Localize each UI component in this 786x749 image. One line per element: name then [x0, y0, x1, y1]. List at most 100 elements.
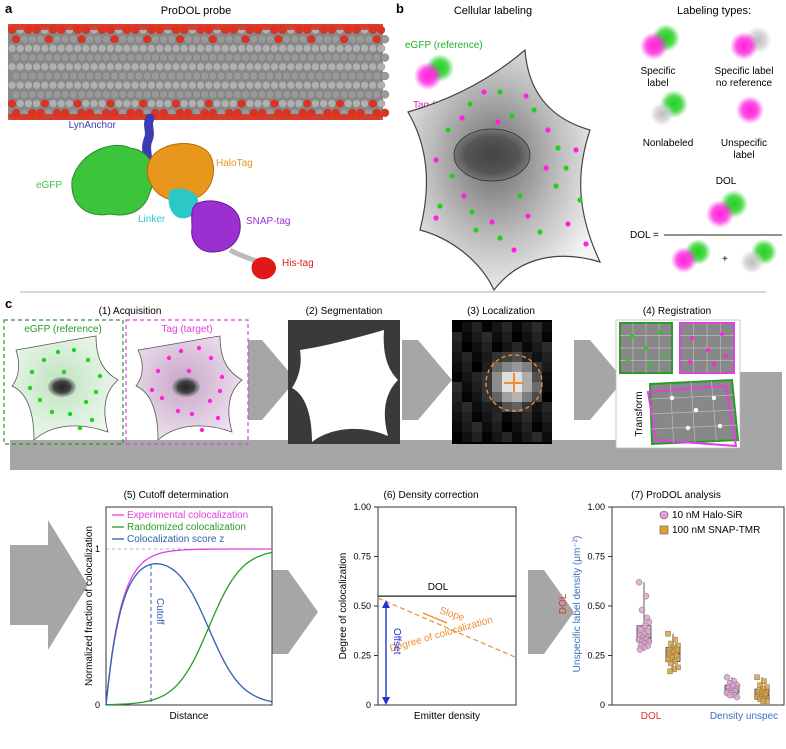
membrane-lipid — [360, 81, 369, 90]
cell-magenta-dot — [545, 127, 551, 133]
acquisition-magenta-dot — [175, 408, 181, 414]
density-ytick-label: 0.50 — [353, 601, 371, 611]
localization-pixel — [472, 422, 482, 432]
acquisition-egfp-label: eGFP (reference) — [24, 324, 102, 335]
his-tag-shape — [251, 257, 276, 280]
localization-pixel — [512, 402, 522, 412]
localization-pixel — [482, 332, 492, 342]
membrane-lipid — [175, 71, 185, 81]
localization-pixel — [492, 332, 502, 342]
membrane-lipid — [208, 53, 217, 62]
prodol-point-halo — [733, 693, 741, 701]
cell-green-dot — [553, 183, 559, 189]
acquisition-green-dot — [85, 357, 91, 363]
localization-pixel — [522, 362, 532, 372]
egfp-label: eGFP — [36, 180, 62, 191]
prodol-ytick-label: 1.00 — [587, 502, 605, 512]
dol-denom-grey-2 — [740, 250, 764, 274]
svg-text:Specific label: Specific label — [715, 66, 774, 77]
localization-pixel — [522, 392, 532, 402]
registration-transformed-lines — [650, 380, 737, 444]
cell-green-dot — [537, 229, 543, 235]
membrane-lipid — [233, 53, 242, 62]
localization-pixel — [462, 352, 472, 362]
membrane-lipid — [40, 62, 49, 71]
membrane-lipid — [52, 35, 62, 44]
membrane-lipid — [11, 71, 21, 81]
membrane-lipid — [294, 44, 304, 53]
membrane-lipid — [216, 53, 226, 62]
localization-pixel — [462, 382, 472, 392]
acquisition-green-dot — [29, 369, 35, 375]
membrane-lipid — [360, 62, 369, 71]
prodol-ylabel-dol: DOL — [558, 593, 569, 614]
membrane-lipid — [212, 44, 222, 53]
membrane-lipid — [352, 62, 361, 71]
localization-pixel — [482, 322, 492, 332]
membrane-lipid — [36, 71, 45, 81]
localization-pixel — [542, 352, 552, 362]
membrane-lipid — [28, 71, 37, 81]
membrane-lipid — [32, 99, 41, 108]
cell-egfp-label: eGFP (reference) — [405, 40, 483, 51]
cell-magenta-dot — [511, 247, 517, 253]
membrane-lipid — [85, 90, 94, 99]
membrane-lipid — [200, 53, 209, 62]
membrane-lipid — [143, 53, 152, 62]
svg-text:Specific: Specific — [640, 66, 675, 77]
prodol-ytick-label: 0.75 — [587, 552, 605, 562]
membrane-lipid — [315, 35, 324, 44]
cell-magenta-dot — [565, 221, 571, 227]
legend-marker-snap — [659, 525, 669, 535]
cutoff-ytick-0: 0 — [95, 700, 100, 710]
membrane-lipid — [184, 35, 193, 44]
linker-label: Linker — [138, 214, 166, 225]
membrane-lipid — [225, 35, 234, 44]
series-randomized-colocalization — [105, 551, 273, 706]
membrane-lipid — [20, 90, 29, 99]
membrane-lipid — [380, 90, 390, 99]
prodol-point-snap — [665, 656, 671, 663]
membrane-lipid — [282, 35, 291, 44]
cell-magenta-dot — [573, 147, 579, 153]
membrane-lipid — [102, 90, 111, 99]
density-ytick-label: 0.75 — [353, 552, 371, 562]
membrane-lipid — [364, 71, 373, 81]
legend-halo-sir: 10 nM Halo-SiR — [672, 510, 743, 521]
registration-green-dot — [662, 354, 666, 358]
membrane-lipid — [327, 99, 336, 108]
membrane-lipid — [192, 53, 201, 62]
membrane-lipid — [204, 62, 213, 71]
membrane-lipid — [376, 44, 386, 53]
registration-magenta-dot — [720, 332, 724, 336]
cell-magenta-dot — [543, 165, 549, 171]
membrane-lipid — [270, 99, 279, 108]
membrane-lipid — [344, 44, 353, 53]
cutoff-ylabel: Normalized fraction of colocalization — [84, 526, 95, 686]
prodol-chart-frame — [611, 506, 785, 706]
membrane-lipid — [257, 71, 267, 81]
membrane-lipid — [16, 62, 25, 71]
membrane-lipid — [253, 62, 263, 71]
prodol-ytick-label: 0.50 — [587, 601, 605, 611]
localization-pixel — [492, 382, 502, 392]
localization-pixel — [532, 392, 542, 402]
localization-pixel — [462, 432, 472, 442]
membrane-lipid — [339, 35, 349, 44]
acquisition-green-dot — [93, 389, 99, 395]
localization-pixel — [452, 422, 462, 432]
membrane-lipid — [139, 81, 148, 90]
localization-pixel — [522, 402, 532, 412]
membrane-lipid — [257, 90, 267, 99]
prodol-point-halo — [643, 614, 651, 622]
step-7-title: (7) ProDOL analysis — [631, 490, 721, 501]
membrane-lipid — [118, 71, 127, 81]
membrane-lipid — [159, 90, 168, 99]
localization-pixel — [542, 382, 552, 392]
membrane-lipid — [270, 44, 279, 53]
membrane-lipid — [339, 71, 349, 81]
step-2-title: (2) Segmentation — [306, 306, 383, 317]
prodol-ylabel-unspec: Unspecific label density (μm⁻²) — [572, 536, 583, 673]
membrane-lipid — [171, 44, 181, 53]
membrane-lipid — [298, 90, 308, 99]
